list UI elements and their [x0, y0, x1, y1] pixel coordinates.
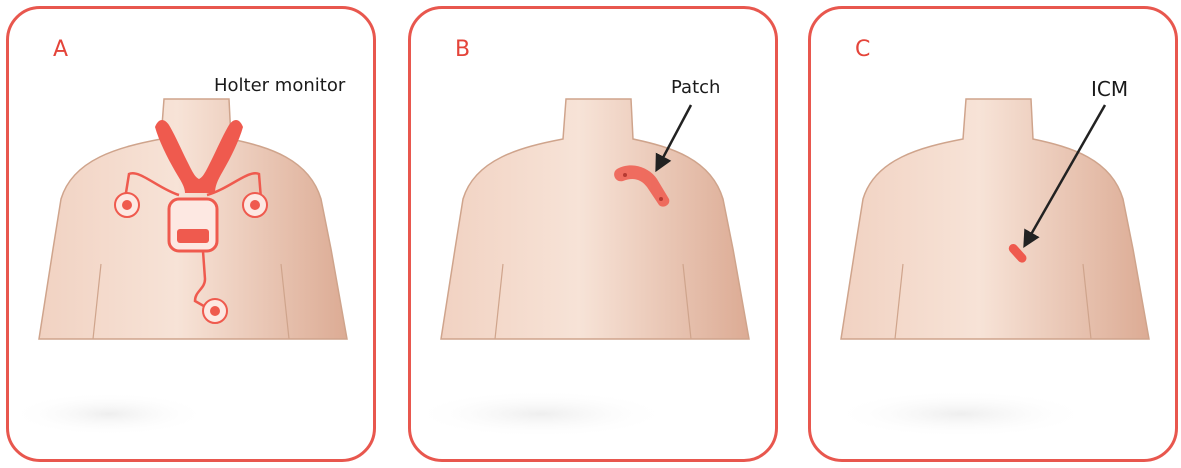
- panel-patch: B Patch: [408, 6, 778, 462]
- torso-illustration: [811, 9, 1175, 459]
- panel-holter: A Holter monitor: [6, 6, 376, 462]
- torso-shape: [841, 99, 1149, 339]
- panel-icm: C ICM: [808, 6, 1178, 462]
- torso-shape: [441, 99, 749, 339]
- torso-illustration: [9, 9, 373, 459]
- torso-illustration: [411, 9, 775, 459]
